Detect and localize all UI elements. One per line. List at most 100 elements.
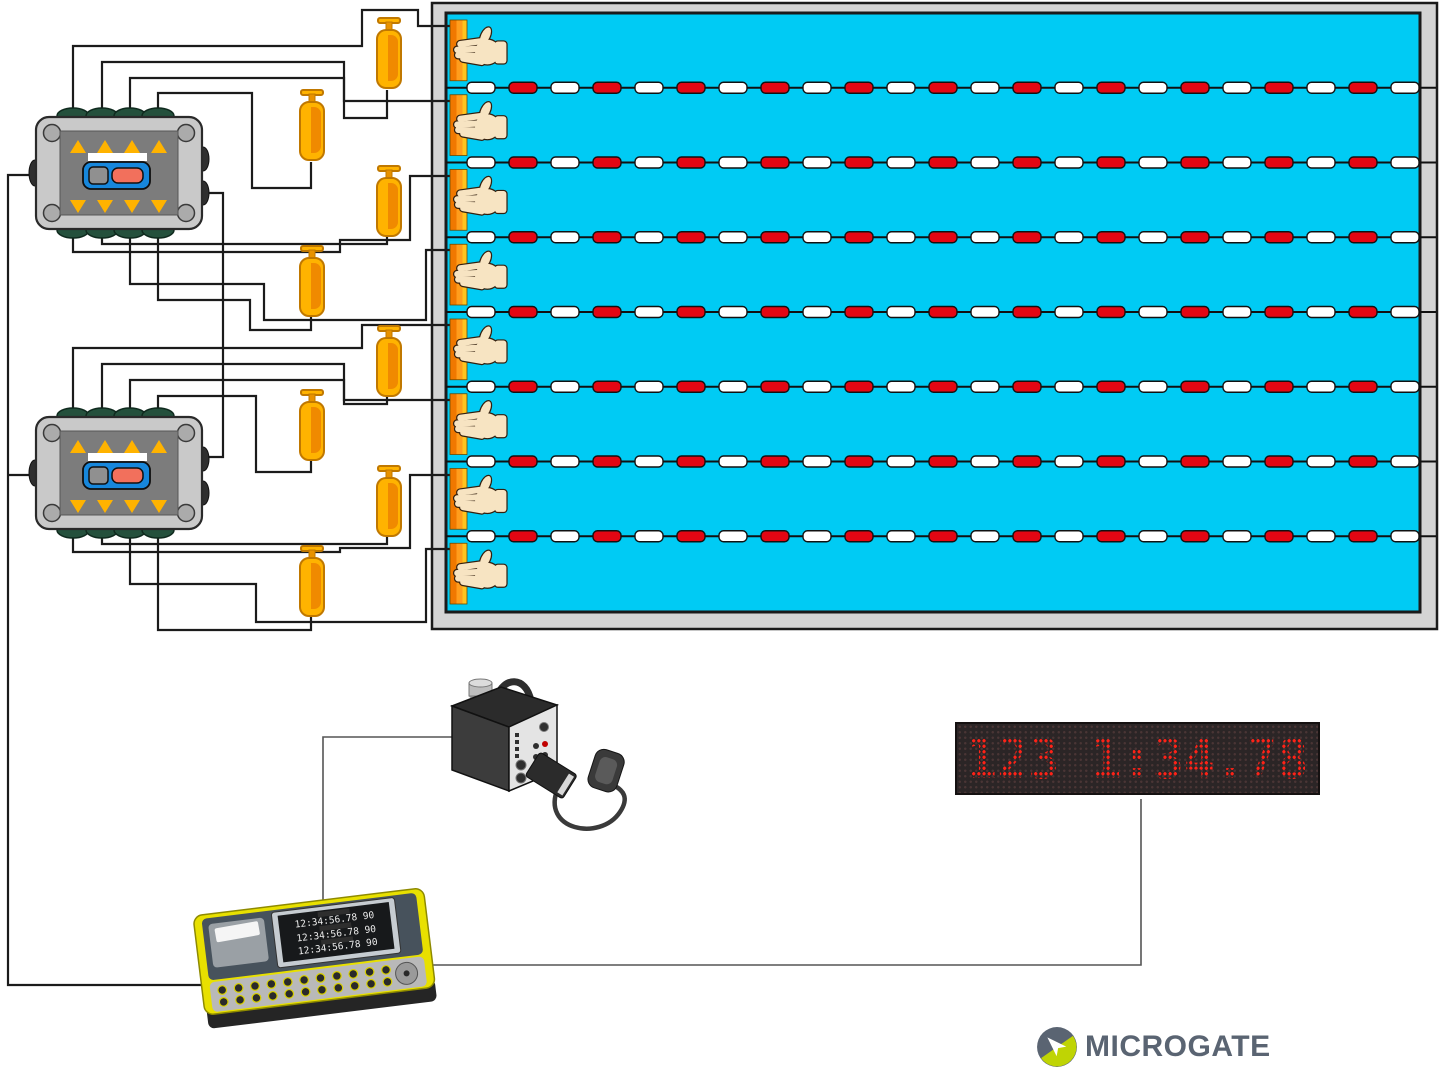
- rope-float: [550, 231, 580, 244]
- rope-float: [844, 305, 874, 319]
- console-key: [266, 979, 277, 989]
- rope-float: [928, 380, 958, 393]
- rope-float: [676, 305, 706, 319]
- rope-float: [676, 81, 706, 94]
- connector-box: [525, 752, 577, 799]
- rope-float: [1054, 380, 1084, 393]
- rope-float: [718, 156, 748, 169]
- rope-float: [634, 81, 664, 94]
- horn-top: [468, 678, 493, 688]
- rope-float: [1306, 305, 1336, 319]
- console-key: [381, 964, 391, 975]
- console-key: [235, 994, 245, 1005]
- rope-float: [718, 455, 748, 468]
- rope-float: [1180, 231, 1210, 244]
- timing-hub-1: [27, 106, 211, 240]
- console-key: [251, 992, 262, 1003]
- rope-float: [802, 530, 832, 543]
- lane-rope-5: [446, 380, 1436, 393]
- rope-float: [1012, 81, 1042, 94]
- rope-float: [886, 530, 916, 543]
- console-key: [348, 969, 359, 979]
- rope-float: [1054, 81, 1084, 94]
- rope-float: [928, 81, 958, 94]
- wire-console-display: [432, 799, 1142, 966]
- rope-float: [928, 156, 958, 169]
- wire-hub-daisy-chain: [203, 191, 225, 459]
- console-key: [267, 990, 278, 1001]
- pushbutton-lane-2: [299, 89, 325, 161]
- rope-float: [1180, 156, 1210, 169]
- rope-float: [1138, 380, 1168, 393]
- rope-float: [760, 380, 790, 393]
- rope-float: [1348, 305, 1378, 319]
- led-time-text: 123 1:34.78: [966, 726, 1309, 791]
- rope-float: [1096, 530, 1126, 543]
- rope-float: [592, 81, 622, 94]
- rope-float: [1264, 380, 1294, 393]
- rope-float: [1096, 231, 1126, 244]
- wire-pad-3: [71, 174, 451, 254]
- rope-float: [886, 231, 916, 244]
- rope-float: [1264, 305, 1294, 319]
- rope-float: [1348, 81, 1378, 94]
- console-keys: [217, 964, 393, 1007]
- wire-pad-6: [128, 378, 451, 417]
- rope-float: [1390, 530, 1420, 543]
- rope-float: [634, 530, 664, 543]
- rope-float: [970, 156, 1000, 169]
- console-dpad-center: [403, 970, 410, 977]
- rope-float: [1096, 455, 1126, 468]
- rope-float: [1180, 305, 1210, 319]
- rope-float: [844, 530, 874, 543]
- rope-float: [1138, 231, 1168, 244]
- console-key: [250, 981, 260, 991]
- rope-float: [1180, 530, 1210, 543]
- rope-float: [970, 81, 1000, 94]
- rope-float: [1012, 231, 1042, 244]
- rope-float: [802, 305, 832, 319]
- rope-float: [844, 231, 874, 244]
- rope-float: [676, 455, 706, 468]
- rope-float: [970, 455, 1000, 468]
- console-key: [315, 973, 326, 983]
- rope-float: [1222, 81, 1252, 94]
- console-key: [233, 983, 244, 993]
- rope-float: [1348, 530, 1378, 543]
- rope-float: [592, 156, 622, 169]
- rope-float: [1054, 305, 1084, 319]
- rope-float: [1264, 455, 1294, 468]
- rope-float: [802, 380, 832, 393]
- rope-float: [1138, 81, 1168, 94]
- console-key: [217, 985, 228, 995]
- wire-pad-4: [128, 229, 451, 322]
- rope-float: [886, 305, 916, 319]
- microgate-logo-text: MICROGATE: [1085, 1030, 1271, 1063]
- wiring-harness: [6, 8, 1142, 987]
- rope-float: [718, 231, 748, 244]
- rope-float: [550, 156, 580, 169]
- rope-float: [928, 231, 958, 244]
- rope-float: [1012, 305, 1042, 319]
- rope-float: [1096, 81, 1126, 94]
- rope-float: [760, 530, 790, 543]
- rope-float: [1138, 530, 1168, 543]
- rope-float: [1096, 380, 1126, 393]
- pushbutton-lane-8: [299, 545, 325, 617]
- pushbutton-lane-6: [299, 389, 325, 461]
- rope-float: [634, 455, 664, 468]
- rope-float: [466, 156, 496, 169]
- rope-float: [508, 530, 538, 543]
- console-key: [299, 975, 310, 985]
- lane-rope-4: [446, 305, 1436, 319]
- rope-float: [676, 380, 706, 393]
- rope-float: [844, 455, 874, 468]
- rope-float: [1054, 156, 1084, 169]
- rope-float: [1264, 156, 1294, 169]
- rope-float: [634, 231, 664, 244]
- pushbutton-lane-3: [376, 165, 402, 237]
- console-key: [333, 982, 344, 993]
- microphone-icon: [587, 748, 625, 793]
- rope-float: [1222, 231, 1252, 244]
